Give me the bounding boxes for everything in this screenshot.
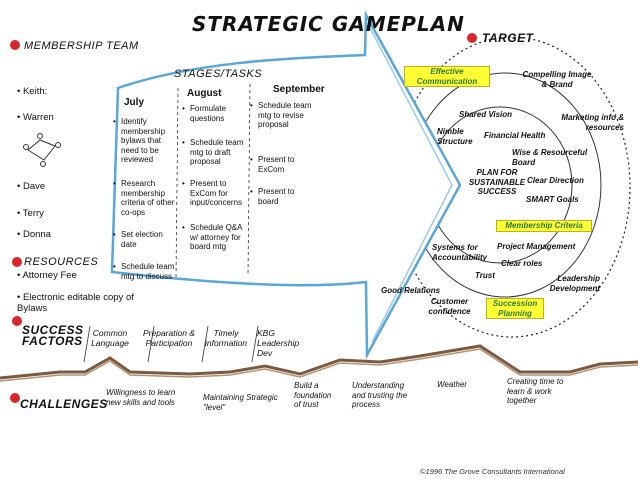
success-factors-marker-icon — [12, 316, 22, 326]
target-trust: Trust — [475, 271, 495, 280]
stage-divider-1 — [175, 87, 179, 279]
july-task-4: Schedule team mtg to discuss — [113, 262, 183, 281]
target-marketing-info: Marketing info & resources — [561, 113, 624, 132]
page-title: STRATEGIC GAMEPLAN — [192, 12, 465, 36]
target-compelling-image: Compelling Image & Brand — [522, 70, 592, 89]
target-shared-vision: Shared Vision — [459, 110, 513, 119]
target-clear-roles: Clear roles — [501, 259, 543, 268]
challenge-mountains — [0, 344, 638, 380]
member-dave: • Dave — [17, 181, 46, 192]
target-smart-goals: SMART Goals — [526, 195, 579, 204]
challenge-weather: Weather — [437, 380, 468, 389]
target-marker-icon — [467, 33, 477, 43]
august-task-3: Present to ExCom for input/concerns — [182, 179, 250, 208]
membership-heading: MEMBERSHIP TEAM — [24, 40, 139, 52]
stage-month-july: July — [124, 97, 145, 108]
resources-marker-icon — [12, 257, 22, 267]
mountain-shadow — [0, 348, 638, 382]
target-wise-board: Wise & Resourceful Board — [512, 148, 588, 167]
stages-heading: STAGES/TASKS — [174, 68, 263, 80]
member-keith: • Keith: — [17, 86, 48, 97]
target-clear-direction: Clear Direction — [527, 176, 584, 185]
august-task-4: Schedule Q&A w/ attorney for board mtg — [182, 223, 245, 252]
target-good-relations: Good Relations — [381, 286, 441, 295]
highlight-effective-communication: Effective Communication — [404, 66, 490, 87]
highlight-succession-planning: Succession Planning — [486, 298, 544, 319]
success-factors-heading: SUCCESS FACTORS — [22, 323, 84, 348]
challenge-willingness: Willingness to learn new skills and tool… — [106, 388, 176, 407]
factor-common-language: Common Language — [91, 328, 129, 348]
target-financial-health: Financial Health — [484, 131, 546, 140]
august-task-2: Schedule team mtg to draft proposal — [182, 138, 250, 167]
september-task-1: Schedule team mtg to revise proposal — [250, 101, 320, 130]
member-donna: • Donna — [17, 229, 51, 240]
july-task-1: Identify membership bylaws that need to … — [113, 117, 176, 165]
challenge-foundation-trust: Build a foundation of trust — [294, 381, 332, 409]
target-customer-confidence: Customer confidence — [428, 297, 471, 316]
challenges-marker-icon — [10, 393, 20, 403]
target-leadership-development: Leadership Development — [549, 274, 600, 293]
target-label: TARGET — [482, 31, 534, 45]
july-task-2: Research membership criteria of other co… — [113, 179, 179, 217]
stage-month-september: September — [273, 84, 325, 95]
arrow-inner-shade — [369, 27, 453, 343]
member-warren: • Warren — [17, 112, 54, 123]
team-doodle-icon — [23, 133, 61, 167]
august-task-1: Formulate questions — [182, 104, 245, 123]
target-systems-accountability: Systems for Accountability — [432, 243, 488, 262]
resource-bylaws-copy: • Electronic editable copy of Bylaws — [17, 292, 134, 314]
success-factor-dividers — [83, 325, 259, 363]
september-task-3: Present to board — [250, 187, 310, 206]
membership-marker-icon — [10, 40, 20, 50]
challenges-heading: CHALLENGES — [20, 397, 108, 411]
gameplan-arrow — [110, 10, 462, 360]
member-terry: • Terry — [17, 208, 44, 219]
highlight-membership-criteria: Membership Criteria — [496, 220, 592, 232]
resource-attorney-fee: • Attorney Fee — [17, 270, 77, 281]
copyright: ©1996 The Grove Consultants Internationa… — [420, 467, 565, 476]
september-task-2: Present to ExCom — [250, 155, 310, 174]
resources-heading: RESOURCES — [24, 256, 99, 268]
challenge-understanding-process: Understanding and trusting the process — [352, 381, 408, 409]
target-project-management: Project Management — [497, 242, 576, 251]
target-center: PLAN FOR SUSTAINABLE SUCCESS — [468, 168, 526, 196]
factor-timely-information: Timely information — [204, 328, 248, 348]
factor-preparation: Preparation & Participation — [143, 328, 195, 348]
stage-month-august: August — [187, 88, 222, 99]
july-task-3: Set election date — [113, 230, 176, 249]
factor-kbg-leadership: KBG Leadership Dev — [257, 328, 300, 358]
target-nimble-structure: Nimble Structure — [437, 127, 473, 146]
challenge-creating-time: Creating time to learn & work together — [507, 377, 564, 405]
challenge-maintaining-level: Maintaining Strategic "level" — [203, 393, 278, 412]
